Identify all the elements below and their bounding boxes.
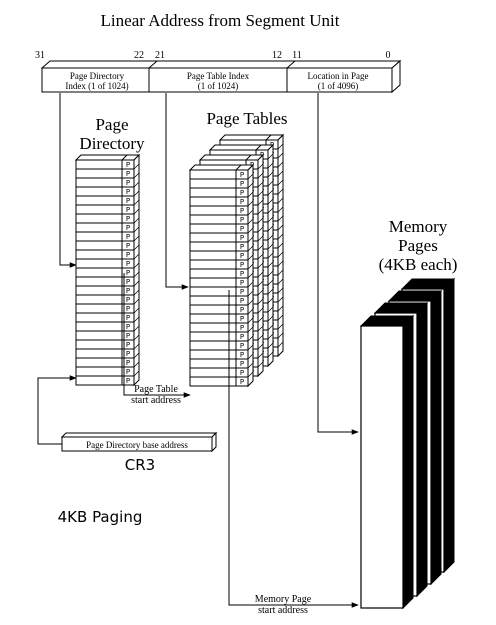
page-tables-label: Page Tables bbox=[206, 109, 287, 128]
present-bit: P bbox=[240, 378, 244, 386]
present-bit: P bbox=[126, 278, 130, 286]
field-table-line2: (1 of 1024) bbox=[198, 81, 239, 91]
present-bit: P bbox=[126, 368, 130, 376]
present-bit: P bbox=[126, 305, 130, 313]
present-bit: P bbox=[240, 324, 244, 332]
present-bit: P bbox=[126, 350, 130, 358]
present-bit: P bbox=[240, 270, 244, 278]
present-bit: P bbox=[126, 314, 130, 322]
present-bit: P bbox=[240, 252, 244, 260]
bit-markers: 31 22 21 12 11 0 bbox=[35, 50, 391, 61]
memory-page-start-line1: Memory Page bbox=[255, 594, 312, 605]
bit-marker-21: 21 bbox=[155, 50, 165, 61]
cr3-label: CR3 bbox=[125, 456, 155, 474]
memory-pages-label-line2: Pages bbox=[398, 236, 438, 255]
cr3-field-text: Page Directory base address bbox=[86, 440, 188, 450]
present-bit: P bbox=[126, 260, 130, 268]
memory-page-start-arrow bbox=[228, 290, 359, 608]
present-bit: P bbox=[240, 171, 244, 179]
cr3-register: Page Directory base address bbox=[60, 431, 218, 453]
page-directory-label-line2: Directory bbox=[79, 134, 145, 153]
present-bit: P bbox=[240, 261, 244, 269]
present-bit: P bbox=[126, 287, 130, 295]
present-bit: P bbox=[240, 369, 244, 377]
present-bit: P bbox=[126, 179, 130, 187]
connectors bbox=[37, 93, 359, 608]
present-bit: P bbox=[126, 233, 130, 241]
present-bit: P bbox=[240, 279, 244, 287]
present-bit: P bbox=[126, 188, 130, 196]
field-table-line1: Page Table Index bbox=[187, 71, 250, 81]
present-bit: P bbox=[240, 297, 244, 305]
linear-address-register: Page Directory Index (1 of 1024) Page Ta… bbox=[40, 59, 402, 94]
present-bit: P bbox=[126, 359, 130, 367]
present-bit: P bbox=[126, 215, 130, 223]
memory-page-start-line2: start address bbox=[258, 605, 308, 616]
present-bit: P bbox=[240, 180, 244, 188]
present-bit: P bbox=[240, 288, 244, 296]
present-bit: P bbox=[240, 207, 244, 215]
present-bit: P bbox=[240, 234, 244, 242]
present-bit: P bbox=[126, 377, 130, 385]
field-offset-line2: (1 of 4096) bbox=[318, 81, 359, 91]
present-bit: P bbox=[126, 206, 130, 214]
present-bit: P bbox=[240, 243, 244, 251]
bit-marker-0: 0 bbox=[386, 50, 391, 61]
present-bit: P bbox=[126, 170, 130, 178]
bit-marker-22: 22 bbox=[134, 50, 144, 61]
page-table-start-line2: start address bbox=[131, 395, 181, 406]
diagram-title: Linear Address from Segment Unit bbox=[101, 11, 340, 30]
page-directory-label-line1: Page bbox=[95, 115, 128, 134]
present-bit: P bbox=[240, 360, 244, 368]
present-bit: P bbox=[240, 351, 244, 359]
present-bit: P bbox=[240, 198, 244, 206]
present-bit: P bbox=[126, 296, 130, 304]
table-index-arrow bbox=[165, 93, 189, 290]
directory-index-arrow bbox=[59, 93, 77, 268]
page-table-start-arrow bbox=[123, 273, 191, 398]
present-bit: P bbox=[240, 225, 244, 233]
present-bit: P bbox=[240, 315, 244, 323]
present-bit: P bbox=[126, 323, 130, 331]
offset-arrow bbox=[317, 93, 359, 435]
page-table-start-line1: Page Table bbox=[134, 384, 178, 395]
memory-pages-label-line3: (4KB each) bbox=[379, 255, 458, 274]
present-bit: P bbox=[126, 242, 130, 250]
present-bit: P bbox=[126, 332, 130, 340]
present-bit: P bbox=[126, 197, 130, 205]
field-directory-line2: Index (1 of 1024) bbox=[65, 81, 128, 91]
present-bit: P bbox=[126, 269, 130, 277]
paging-mode-label: 4KB Paging bbox=[58, 508, 143, 526]
field-offset-line1: Location in Page bbox=[308, 71, 369, 81]
bit-marker-12: 12 bbox=[272, 50, 282, 61]
memory-pages-label-line1: Memory bbox=[389, 217, 448, 236]
bit-marker-31: 31 bbox=[35, 50, 45, 61]
present-bit: P bbox=[126, 161, 130, 169]
field-directory-line1: Page Directory bbox=[70, 71, 125, 81]
cr3-arrow bbox=[37, 375, 77, 445]
present-bit: P bbox=[240, 333, 244, 341]
present-bit: P bbox=[240, 306, 244, 314]
memory-page-4 bbox=[359, 314, 415, 610]
present-bit: P bbox=[126, 224, 130, 232]
page-tables-stack: PPPPPPPPPPPPPPPPPPPPPPPPPPPPPPPPPPPPPPPP… bbox=[188, 133, 285, 388]
present-bit: P bbox=[240, 342, 244, 350]
bit-marker-11: 11 bbox=[292, 50, 302, 61]
memory-pages-stack bbox=[359, 277, 456, 610]
present-bit: P bbox=[126, 341, 130, 349]
present-bit: P bbox=[240, 189, 244, 197]
present-bit: P bbox=[126, 251, 130, 259]
present-bit: P bbox=[240, 216, 244, 224]
